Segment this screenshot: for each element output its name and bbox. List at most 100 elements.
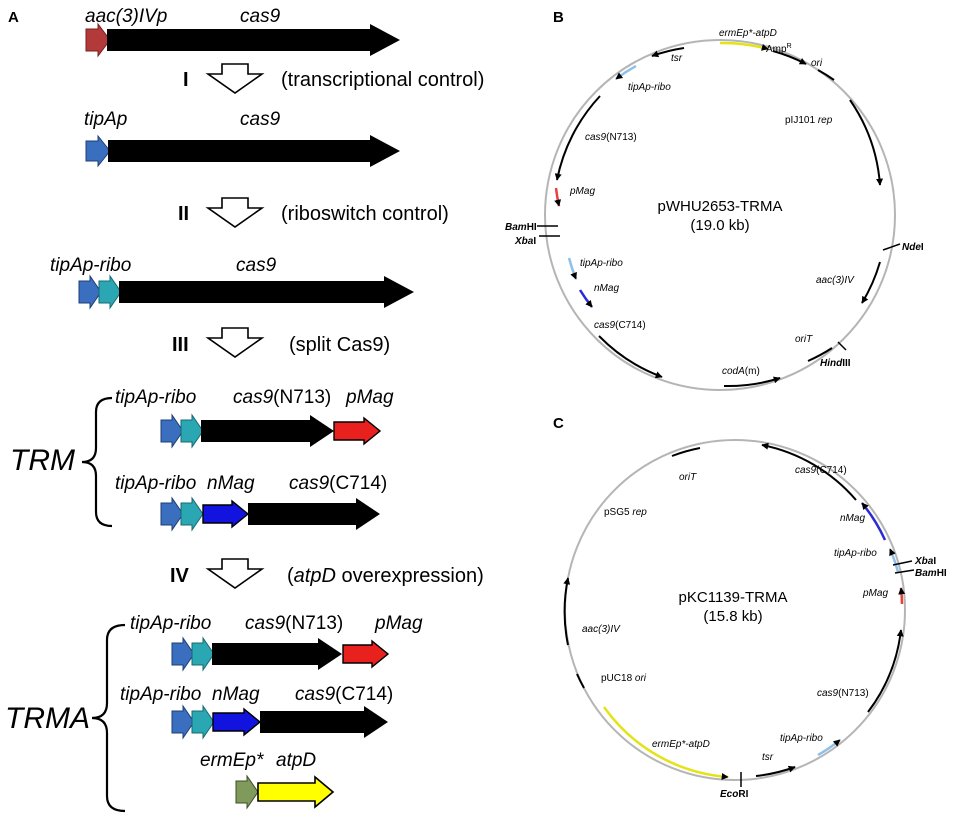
trma-line1-gene-label: cas9(N713)	[245, 613, 343, 634]
b-oriT-label: oriT	[795, 334, 813, 345]
plasmid-b-size: (19.0 kb)	[690, 217, 749, 234]
b-pmag-arc	[554, 187, 562, 207]
step-4: IV (atpD overexpression)	[170, 558, 484, 589]
b-pmag-label: pMag	[569, 186, 595, 197]
riboswitch-arrow	[180, 413, 204, 449]
riboswitch-arrow	[98, 274, 122, 310]
c-cas9-n713-label: cas9(N713)	[817, 688, 869, 699]
trma-line2-tag-label: nMag	[212, 684, 260, 705]
b-nmag-label: nMag	[594, 283, 619, 294]
c-cas9-c714-label: cas9(C714)	[795, 465, 847, 476]
b-cas9-c714-arc	[598, 335, 663, 379]
tipAp-promoter-arrow	[85, 134, 111, 168]
ermEp-promoter-arrow	[235, 774, 259, 810]
c-aac3iv-arc	[563, 577, 571, 646]
c-cas9-n713-arc	[867, 629, 904, 713]
b-ndei-tick	[882, 243, 901, 251]
tipAp-promoter-arrow	[160, 496, 184, 532]
construct-row-2: tipAp cas9	[84, 109, 400, 168]
b-cas9-n713-label: cas9(N713)	[585, 132, 637, 143]
trma-line2-gene-label: cas9(C714)	[295, 684, 393, 705]
c-cas9-c714-arc	[761, 442, 857, 501]
panel-a-label: A	[8, 9, 19, 26]
c-pmag-label: pMag	[862, 588, 888, 599]
nmag-arrow	[212, 707, 262, 737]
c-puc18-ori-label: pUC18 ori	[601, 673, 647, 684]
nmag-arrow	[202, 499, 250, 529]
b-tipAp-ribo-top-label: tipAp-ribo	[628, 82, 671, 93]
step3-down-arrow	[205, 327, 265, 358]
c-ermEp-atpD-label: ermEp*-atpD	[652, 739, 710, 750]
b-cas9-n713-arc	[554, 95, 601, 181]
trma-line1-tag-label: pMag	[374, 613, 423, 634]
b-ampr-label: AmpR	[766, 43, 792, 55]
step1-numeral: I	[183, 69, 189, 91]
trm-line2-gene-label: cas9(C714)	[289, 473, 387, 494]
step1-down-arrow	[205, 63, 265, 94]
row1-gene-label: cas9	[240, 6, 281, 27]
c-ermEp-atpD-arc	[602, 706, 729, 781]
c-tsr-arc	[755, 765, 796, 777]
b-codA-arc	[723, 376, 781, 388]
step-1: I (transcriptional control)	[183, 63, 484, 94]
b-hindiii-tick	[837, 341, 847, 351]
trm-line1-promoter-label: tipAp-ribo	[115, 387, 196, 408]
tipAp-promoter-arrow	[171, 636, 195, 672]
cas9-n713-arrow	[212, 638, 342, 670]
step3-text: (split Cas9)	[289, 334, 390, 356]
cas9-n713-arrow	[201, 415, 334, 447]
c-nmag-label: nMag	[840, 513, 865, 524]
b-ori-label: ori	[811, 58, 823, 69]
b-oriT-arc	[807, 347, 833, 362]
b-ori-arc	[817, 69, 835, 81]
tipAp-promoter-arrow	[160, 413, 184, 449]
b-hindiii-label: HindIII	[820, 358, 851, 369]
trma-label: TRMA	[5, 702, 90, 735]
cas9-gene-arrow	[108, 135, 400, 167]
b-ndei-label: NdeI	[902, 242, 924, 253]
trma-group: TRMA tipAp-ribo cas9(N713) pMag tipAp-ri…	[5, 613, 423, 813]
trm-line2-tag-label: nMag	[207, 473, 255, 494]
c-xbai-tick	[892, 560, 913, 566]
b-tsr-label: tsr	[671, 53, 683, 64]
cas9-c714-arrow	[260, 706, 388, 738]
pmag-arrow	[333, 416, 382, 446]
b-ampr-arc	[772, 50, 807, 65]
c-nmag-arc	[861, 502, 887, 541]
row2-gene-label: cas9	[240, 109, 281, 130]
c-oriT-arc	[671, 447, 701, 457]
b-tipAp-ribo-low-arc	[567, 257, 578, 280]
step2-numeral: II	[178, 203, 189, 225]
b-cas9-c714-label: cas9(C714)	[594, 320, 646, 331]
step4-text: (atpD overexpression)	[287, 565, 484, 587]
construct-row-3: tipAp-ribo cas9	[50, 255, 414, 310]
c-ecori-label: EcoRI	[720, 789, 749, 800]
plasmid-c-size: (15.8 kb)	[703, 608, 762, 625]
step2-text: (riboswitch control)	[281, 203, 449, 225]
construct-row-1: aac(3)IVp cas9	[85, 6, 400, 58]
step-3: III (split Cas9)	[172, 327, 390, 358]
c-puc18-ori-arc	[576, 673, 585, 689]
c-aac3iv-label: aac(3)IV	[582, 624, 621, 635]
cas9-c714-arrow	[248, 498, 380, 530]
b-pij101-rep-label: pIJ101 rep	[785, 115, 833, 126]
cas9-gene-arrow	[119, 276, 414, 308]
trm-line1-gene-label: cas9(N713)	[233, 387, 331, 408]
row3-promoter-label: tipAp-ribo	[50, 255, 131, 276]
b-tsr-arc	[651, 47, 685, 58]
trm-line1-tag-label: pMag	[345, 387, 394, 408]
step2-down-arrow	[205, 197, 265, 228]
plasmid-map-b: pWHU2653-TRMA (19.0 kb) ermEp*-atpD AmpR…	[505, 28, 924, 391]
c-tipAp-ribo-low-arc	[817, 739, 841, 757]
c-xbai-label: XbaI	[914, 556, 936, 567]
aac-promoter-arrow	[85, 22, 111, 58]
trm-brace	[81, 396, 113, 528]
c-tipAp-ribo-low-label: tipAp-ribo	[780, 733, 823, 744]
trma-line1-promoter-label: tipAp-ribo	[130, 613, 211, 634]
plasmid-b-name: pWHU2653-TRMA	[657, 198, 782, 215]
trma-line3-gene-label: atpD	[276, 750, 316, 771]
c-pmag-arc	[898, 587, 906, 605]
trm-group: TRM tipAp-ribo cas9(N713) pMag tipAp-rib…	[10, 387, 394, 532]
c-psg5-rep-label: pSG5 rep	[604, 507, 647, 518]
